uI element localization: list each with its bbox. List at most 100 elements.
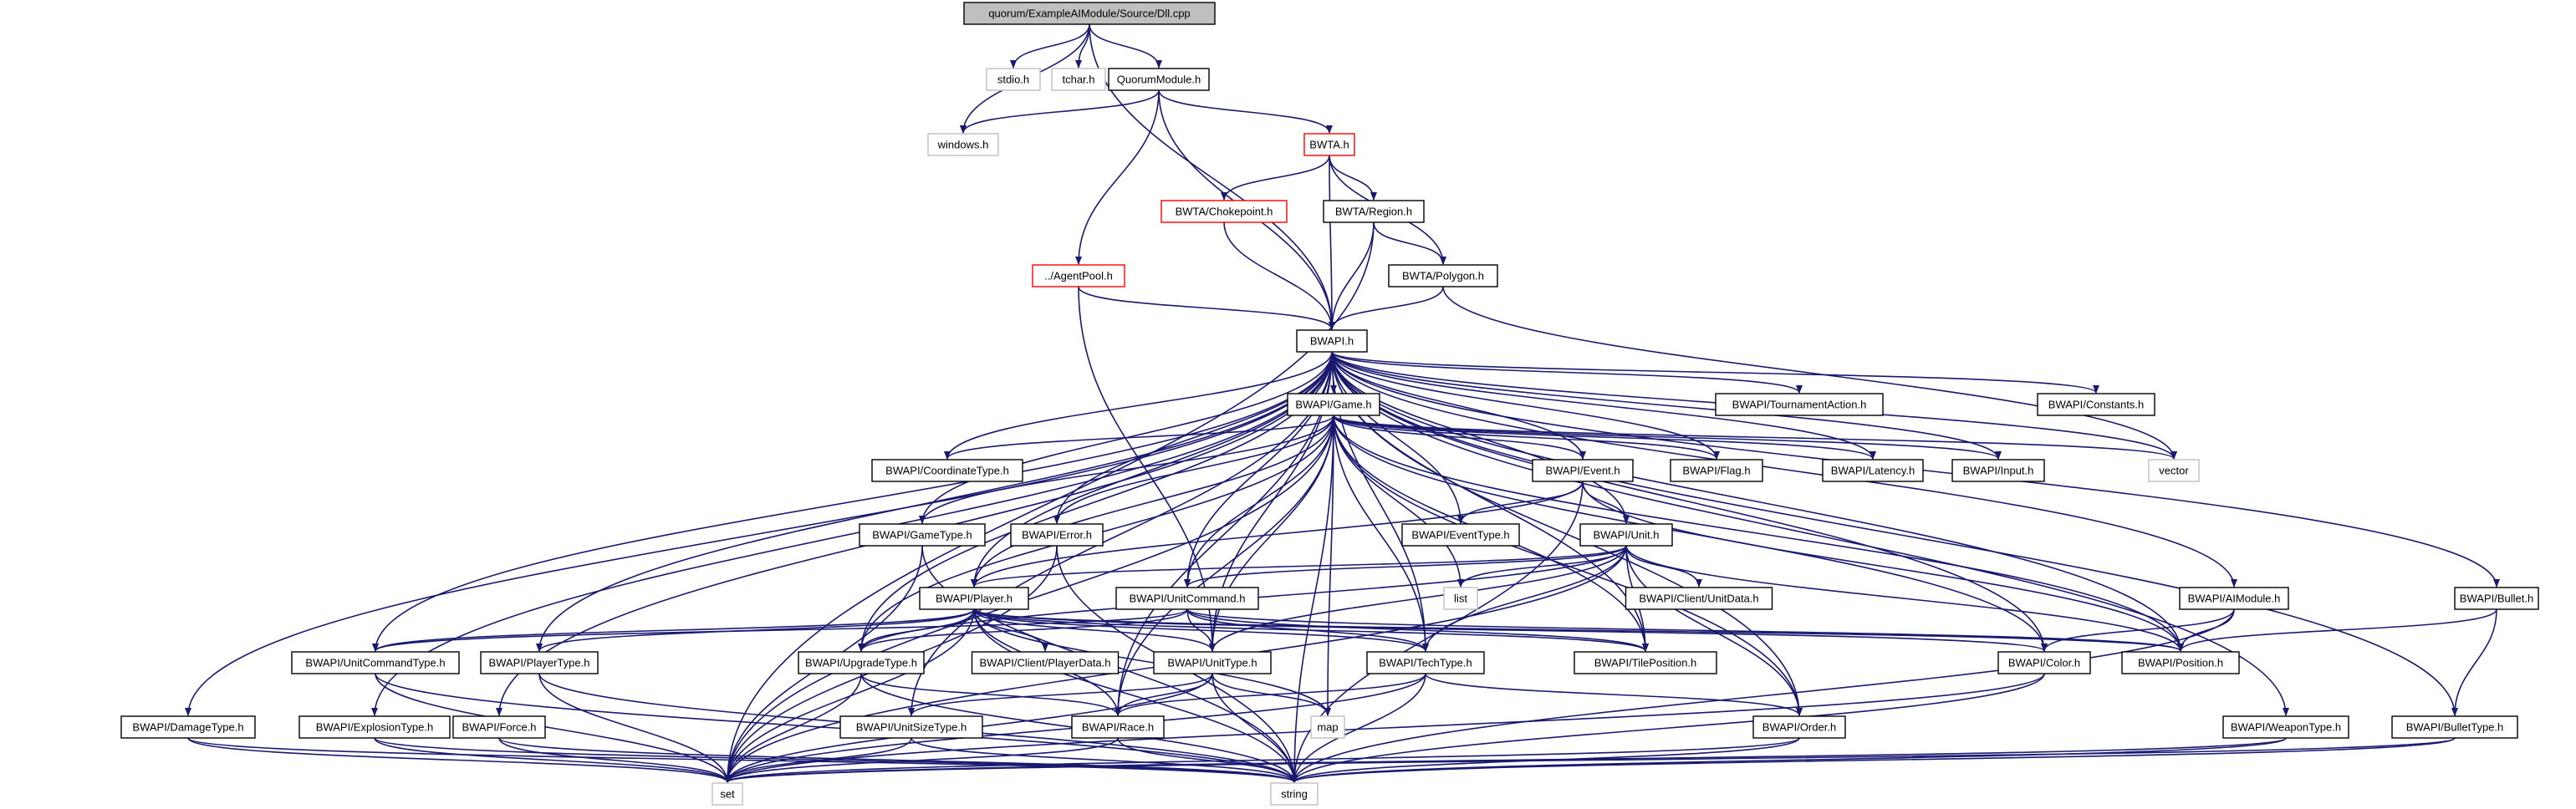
edge-game-to-gametype — [919, 415, 1334, 524]
edge-quorum-to-bwta — [1158, 89, 1333, 134]
edge-event-to-player — [971, 481, 1584, 588]
edge-bwapi-to-latency — [1331, 351, 1876, 460]
node-eventtype[interactable]: BWAPI/EventType.h — [1401, 523, 1520, 547]
edge-bwapi-to-bullettype — [1331, 351, 2458, 716]
edge-agentpool-to-bwapi — [1078, 286, 1335, 330]
node-choke-label: BWTA/Chokepoint.h — [1176, 206, 1273, 218]
node-techtype-box — [1366, 651, 1485, 674]
node-set-box — [712, 782, 743, 806]
node-playertype[interactable]: BWAPI/PlayerType.h — [480, 651, 599, 674]
node-region[interactable]: BWTA/Region.h — [1323, 200, 1425, 223]
node-agentpool[interactable]: ../AgentPool.h — [1032, 264, 1125, 287]
edge-bullet-to-bullettype — [2451, 608, 2497, 716]
node-set: set — [712, 782, 743, 806]
node-string-label: string — [1281, 788, 1308, 801]
edge-order-to-set — [724, 737, 1800, 783]
edge-unitcmd-to-tilepos — [1186, 608, 1649, 652]
node-race[interactable]: BWAPI/Race.h — [1071, 715, 1165, 739]
node-game-label: BWAPI/Game.h — [1295, 399, 1371, 411]
edge-bwapi-to-damage — [185, 351, 1333, 716]
node-latency-box — [1822, 459, 1924, 482]
edge-player-to-unittype — [973, 608, 1216, 652]
node-event[interactable]: BWAPI/Event.h — [1532, 459, 1634, 482]
node-constants[interactable]: BWAPI/Constants.h — [2037, 393, 2155, 416]
node-latency[interactable]: BWAPI/Latency.h — [1822, 459, 1924, 482]
edge-unitcmd-to-unittype — [1186, 608, 1216, 652]
edge-explosion-to-set — [374, 737, 731, 783]
node-bullettype[interactable]: BWAPI/BulletType.h — [2391, 715, 2518, 739]
edge-bwapi-to-coord — [944, 351, 1333, 460]
node-polygon[interactable]: BWTA/Polygon.h — [1388, 264, 1498, 287]
node-explosion-label: BWAPI/ExplosionType.h — [316, 721, 433, 734]
node-techtype[interactable]: BWAPI/TechType.h — [1366, 651, 1485, 674]
node-input[interactable]: BWAPI/Input.h — [1951, 459, 2045, 482]
node-order[interactable]: BWAPI/Order.h — [1752, 715, 1846, 739]
node-map-box — [1310, 715, 1345, 739]
node-color[interactable]: BWAPI/Color.h — [1997, 651, 2091, 674]
node-explosion[interactable]: BWAPI/ExplosionType.h — [298, 715, 451, 739]
edge-polygon-to-bwapi — [1329, 286, 1444, 330]
edge-bwapi-to-player — [971, 351, 1333, 588]
node-layer: quorum/ExampleAIModule/Source/Dll.cppstd… — [120, 2, 2539, 806]
edge-player-to-map — [973, 608, 1331, 716]
node-aimodule[interactable]: BWAPI/AIModule.h — [2179, 587, 2289, 610]
node-unitcmd[interactable]: BWAPI/UnitCommand.h — [1115, 587, 1259, 610]
node-damage[interactable]: BWAPI/DamageType.h — [120, 715, 256, 739]
node-color-label: BWAPI/Color.h — [2008, 657, 2080, 669]
node-unitsize[interactable]: BWAPI/UnitSizeType.h — [839, 715, 983, 739]
node-error[interactable]: BWAPI/Error.h — [1010, 523, 1104, 547]
node-flag[interactable]: BWAPI/Flag.h — [1670, 459, 1763, 482]
node-upgrade-box — [798, 651, 925, 674]
node-game[interactable]: BWAPI/Game.h — [1287, 393, 1380, 416]
node-map-label: map — [1317, 721, 1338, 734]
edge-game-to-error — [1053, 415, 1334, 524]
node-position-box — [2121, 651, 2240, 674]
node-flag-box — [1670, 459, 1763, 482]
edge-game-to-race — [1115, 415, 1334, 716]
node-choke[interactable]: BWTA/Chokepoint.h — [1160, 200, 1288, 223]
node-coord[interactable]: BWAPI/CoordinateType.h — [871, 459, 1023, 482]
edge-unit-to-list — [1457, 545, 1627, 588]
node-force[interactable]: BWAPI/Force.h — [452, 715, 546, 739]
node-region-label: BWTA/Region.h — [1335, 206, 1412, 218]
edge-unit-to-clientunit — [1625, 545, 1702, 588]
edge-bwta-to-bwapi — [1328, 155, 1335, 330]
node-unitcmdtype[interactable]: BWAPI/UnitCommandType.h — [291, 651, 460, 674]
node-string-box — [1270, 782, 1319, 806]
node-tournament[interactable]: BWAPI/TournamentAction.h — [1715, 393, 1884, 416]
node-unit[interactable]: BWAPI/Unit.h — [1579, 523, 1673, 547]
node-gametype[interactable]: BWAPI/GameType.h — [859, 523, 986, 547]
edge-game-to-order — [1333, 415, 1803, 716]
node-quorum[interactable]: QuorumModule.h — [1108, 68, 1210, 91]
node-bullettype-box — [2391, 715, 2518, 739]
edge-playertype-to-set — [538, 673, 731, 783]
node-order-box — [1752, 715, 1846, 739]
node-tilepos-box — [1574, 651, 1717, 674]
node-vector-label: vector — [2159, 465, 2189, 477]
node-weapon[interactable]: BWAPI/WeaponType.h — [2222, 715, 2349, 739]
node-player-box — [919, 587, 1029, 610]
edge-game-to-position — [1333, 415, 2184, 652]
edge-bwapi-to-weapon — [1331, 351, 2289, 716]
node-bwapi[interactable]: BWAPI.h — [1296, 329, 1368, 353]
node-upgrade[interactable]: BWAPI/UpgradeType.h — [798, 651, 925, 674]
node-clientplayer[interactable]: BWAPI/Client/PlayerData.h — [971, 651, 1120, 674]
node-aimodule-box — [2179, 587, 2289, 610]
node-clientunit[interactable]: BWAPI/Client/UnitData.h — [1625, 587, 1773, 610]
node-player[interactable]: BWAPI/Player.h — [919, 587, 1029, 610]
node-position[interactable]: BWAPI/Position.h — [2121, 651, 2240, 674]
node-unittype[interactable]: BWAPI/UnitType.h — [1153, 651, 1272, 674]
edge-unitsize-to-set — [724, 737, 912, 783]
node-tchar: tchar.h — [1051, 68, 1106, 91]
edge-player-to-string — [973, 608, 1298, 783]
node-clientplayer-box — [971, 651, 1120, 674]
node-windows: windows.h — [927, 133, 999, 156]
node-string: string — [1270, 782, 1319, 806]
node-bwta[interactable]: BWTA.h — [1303, 133, 1355, 156]
node-bullet[interactable]: BWAPI/Bullet.h — [2454, 587, 2539, 610]
node-stdio: stdio.h — [986, 68, 1041, 91]
node-error-box — [1010, 523, 1104, 547]
edge-aimodule-to-string — [1291, 608, 2235, 783]
node-tilepos[interactable]: BWAPI/TilePosition.h — [1574, 651, 1717, 674]
edge-unittype-to-string — [1211, 673, 1298, 783]
